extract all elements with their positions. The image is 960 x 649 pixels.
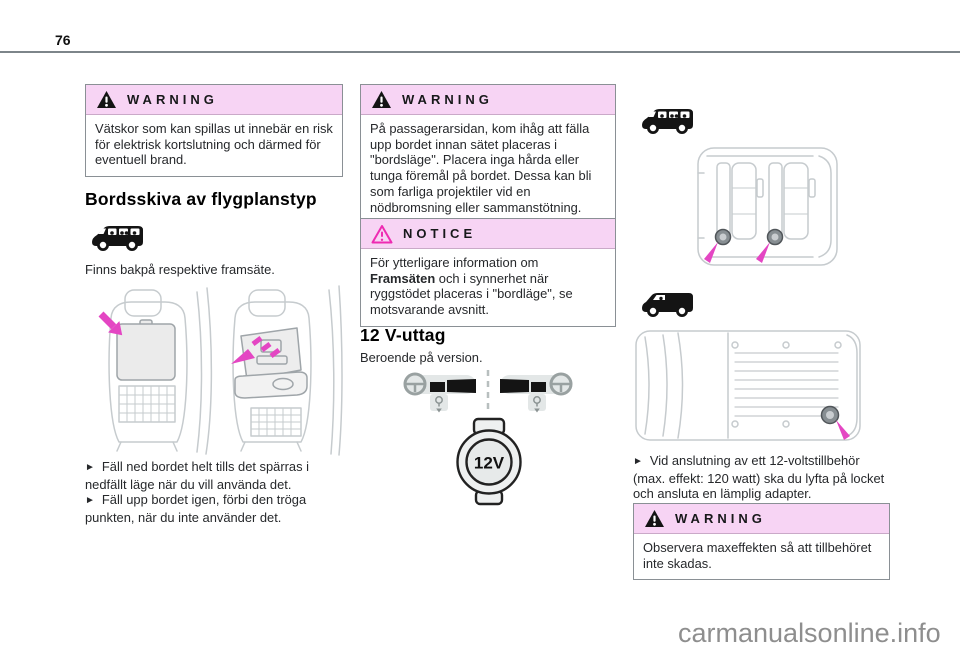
- van-passenger-icon: [642, 109, 693, 134]
- table-intro-text: Finns bakpå respektive framsäte.: [85, 262, 275, 277]
- bullet-arrow: ►: [85, 495, 95, 507]
- column-3: ►Vid anslutning av ett 12-voltstillbehör…: [633, 0, 890, 649]
- socket-pointer-arrow: [704, 242, 718, 263]
- page-number: 76: [55, 32, 71, 48]
- fold-arrow: [98, 311, 123, 336]
- warning-title: WARNING: [402, 92, 493, 107]
- table-instructions: ►Fäll ned bordet helt tills det spärras …: [85, 459, 343, 526]
- 12v-instructions: ►Vid anslutning av ett 12-voltstillbehör…: [633, 453, 890, 502]
- warning-body: Observera maxeffekten så att tillbehöret…: [643, 540, 872, 571]
- column-1: WARNING Vätskor som kan spillas ut inneb…: [85, 0, 343, 649]
- warning-title: WARNING: [127, 92, 218, 107]
- cargo-socket-topview-diagram: [635, 330, 861, 441]
- notice-header: NOTICE: [361, 219, 615, 249]
- header-rule: [0, 51, 960, 53]
- warning-header: WARNING: [361, 85, 615, 115]
- instruction-fold-up: ►Fäll upp bordet igen, förbi den tröga p…: [85, 492, 307, 526]
- rear-socket-right: [766, 228, 784, 246]
- warning-header: WARNING: [634, 504, 889, 534]
- warning-icon: [372, 91, 391, 108]
- unfold-dashed-arrow: [231, 336, 281, 364]
- column-2: WARNING På passagerarsidan, kom ihåg att…: [360, 0, 616, 649]
- dashboard-socket-location-diagram: [402, 370, 574, 414]
- instruction-fold-down: ►Fäll ned bordet helt tills det spärras …: [85, 459, 309, 492]
- rear-socket-left: [714, 228, 732, 246]
- socket-pointer-arrow: [756, 242, 770, 263]
- instruction-adapter: ►Vid anslutning av ett 12-voltstillbehör…: [633, 453, 885, 502]
- bullet-arrow: ►: [85, 462, 95, 473]
- section-heading-12v: 12 V-uttag: [360, 325, 446, 345]
- van-cargo-icon: [642, 293, 693, 317]
- seatback-table-diagram: [98, 285, 343, 456]
- warning-icon: [97, 91, 116, 108]
- section-heading-table: Bordsskiva av flygplanstyp: [85, 189, 317, 209]
- watermark: carmanualsonline.info: [678, 618, 941, 648]
- notice-body: För ytterligare information om Framsäten…: [370, 255, 573, 318]
- warning-header: WARNING: [86, 85, 342, 115]
- 12v-socket-icon: 12V: [456, 417, 522, 506]
- socket-pointer-arrow: [836, 420, 850, 440]
- van-passenger-icon: [92, 226, 143, 251]
- interior-sockets-topview-diagram: [697, 147, 838, 266]
- socket-label: 12V: [474, 454, 505, 473]
- warning-icon: [645, 510, 664, 527]
- warning-box-projectiles: WARNING På passagerarsidan, kom ihåg att…: [360, 84, 616, 225]
- warning-body: På passagerarsidan, kom ihåg att fälla u…: [370, 121, 592, 215]
- warning-box-liquids: WARNING Vätskor som kan spillas ut inneb…: [85, 84, 343, 178]
- 12v-intro-text: Beroende på version.: [360, 350, 483, 365]
- cargo-socket: [820, 405, 840, 425]
- warning-title: WARNING: [675, 511, 766, 526]
- notice-bold-term: Framsäten: [370, 270, 436, 286]
- warning-body: Vätskor som kan spillas ut innebär en ri…: [95, 121, 333, 168]
- notice-box-front-seats: NOTICE För ytterligare information om Fr…: [360, 218, 616, 327]
- notice-title: NOTICE: [403, 226, 477, 241]
- notice-icon: [371, 224, 393, 243]
- warning-box-max-power: WARNING Observera maxeffekten så att til…: [633, 503, 890, 581]
- bullet-arrow: ►: [633, 456, 643, 467]
